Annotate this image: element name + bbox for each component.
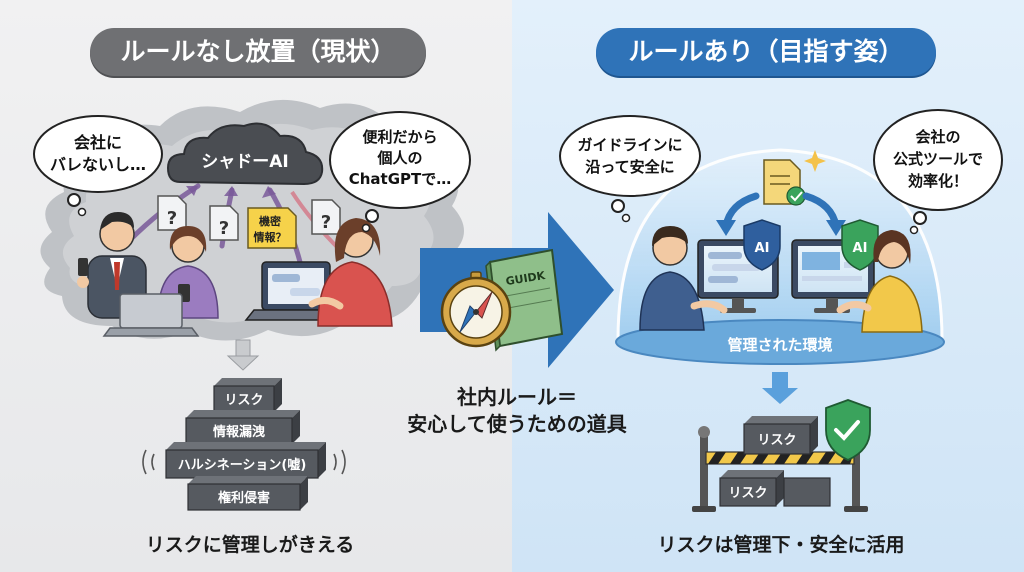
svg-text:情報？: 情報？ [254,230,287,244]
ai-shield-icon: AI [841,219,879,271]
shield-check-icon [825,399,871,461]
svg-text:リスク: リスク [728,486,767,501]
svg-text:効率化！: 効率化！ [908,172,968,190]
right-caption: リスクは管理下・安全に活用 [657,534,905,556]
svg-text:会社に: 会社に [74,133,122,152]
svg-text:情報漏洩: 情報漏洩 [213,424,265,440]
risk-block: 権利侵害 [187,476,308,511]
compass-icon [440,271,512,348]
svg-text:便利だから: 便利だから [362,128,437,146]
sync-arrows [716,192,846,236]
dome-label: 管理された環境 [727,336,832,354]
svg-text:公式ツールで: 公式ツールで [893,150,983,168]
left-caption: リスクに管理しがきえる [145,534,355,556]
center-message-line-2: 安心して使うための道具 [407,412,627,436]
svg-text:沿って安全に: 沿って安全に [585,158,674,176]
risk-block-stack: リスク 情報漏洩 ハルシネーション(嘘) 権利侵害 [142,378,346,511]
laptop-chat-icon [244,261,348,321]
laptop-icon [102,293,200,337]
shadow-ai-label: シャドーAI [201,152,288,172]
svg-text:会社の: 会社の [915,128,960,146]
svg-text:個人の: 個人の [376,149,422,167]
svg-text:?: ? [321,212,331,233]
svg-text:AI: AI [853,241,868,256]
svg-text:ChatGPTで…: ChatGPTで… [349,170,452,188]
confidential-note: 機密 情報？ [247,207,297,249]
ai-shield-icon: AI [743,219,781,271]
speech-bubble-left-1: 会社に バレないし… [33,115,163,217]
down-arrow-left [226,339,260,371]
question-doc-1: ? [157,195,187,231]
svg-text:?: ? [167,208,177,229]
question-doc-2: ? [209,205,239,241]
barrier [692,426,868,512]
svg-text:ガイドラインに: ガイドラインに [577,136,682,154]
svg-text:リスク: リスク [224,393,263,408]
center-message: 社内ルール＝ 安心して使うための道具 [382,384,652,438]
cloud-icon [166,122,324,186]
person-man-right [639,226,728,331]
center-message-line-1: 社内ルール＝ [457,385,577,409]
svg-text:GUIDK: GUIDK [505,269,547,288]
speech-bubble-right-2: 会社の 公式ツールで 効率化！ [873,109,1003,235]
risk-block: リスク [719,470,784,507]
svg-text:ハルシネーション(嘘): ハルシネーション(嘘) [178,457,307,473]
svg-text:AI: AI [755,241,770,256]
speech-bubble-left-2: 便利だから 個人の ChatGPTで… [329,111,471,233]
speech-bubble-right-1: ガイドラインに 沿って安全に [559,115,701,223]
risk-block: リスク [213,378,282,413]
risk-block: リスク [743,416,818,455]
person-woman-far-right [836,230,923,333]
left-title: ルールなし放置（現状） [90,28,426,76]
risk-block: 情報漏洩 [185,410,300,445]
svg-text:機密: 機密 [259,214,281,228]
svg-text:権利侵害: 権利侵害 [218,490,270,506]
plain-block [783,477,831,507]
person-man-left [77,212,147,319]
svg-text:リスク: リスク [757,433,796,448]
svg-text:バレないし…: バレないし… [50,155,146,174]
down-arrow-right [762,372,798,404]
right-title: ルールあり（目指す姿） [596,28,936,76]
svg-text:?: ? [219,218,229,239]
document-check-icon [763,150,826,206]
risk-block: ハルシネーション(嘘) [165,442,326,479]
question-doc-3: ? [311,199,341,235]
